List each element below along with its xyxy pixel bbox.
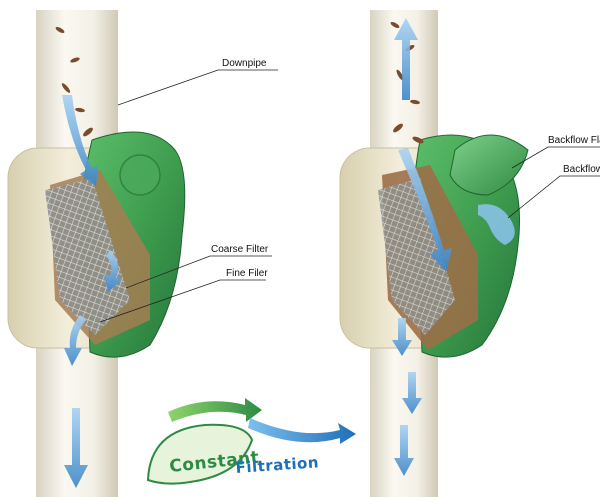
downpipe-label: Downpipe xyxy=(222,58,267,69)
constant-filtration-logo: Constant Filtration xyxy=(148,398,356,484)
backflow-label: Backflow xyxy=(563,164,600,175)
logo-green-arrow xyxy=(168,398,262,422)
right-filter-unit xyxy=(340,10,528,497)
fine-filer-label: Fine Filer xyxy=(226,268,268,279)
backflow-flap-label: Backflow Flap xyxy=(548,135,600,146)
left-embossed-badge xyxy=(120,155,160,195)
downpipe-callout-line xyxy=(118,70,278,105)
coarse-filter-label: Coarse Filter xyxy=(211,244,269,255)
left-filter-unit xyxy=(8,10,185,497)
logo-blue-arrow xyxy=(248,418,356,444)
backflow-callout-line xyxy=(508,176,600,218)
